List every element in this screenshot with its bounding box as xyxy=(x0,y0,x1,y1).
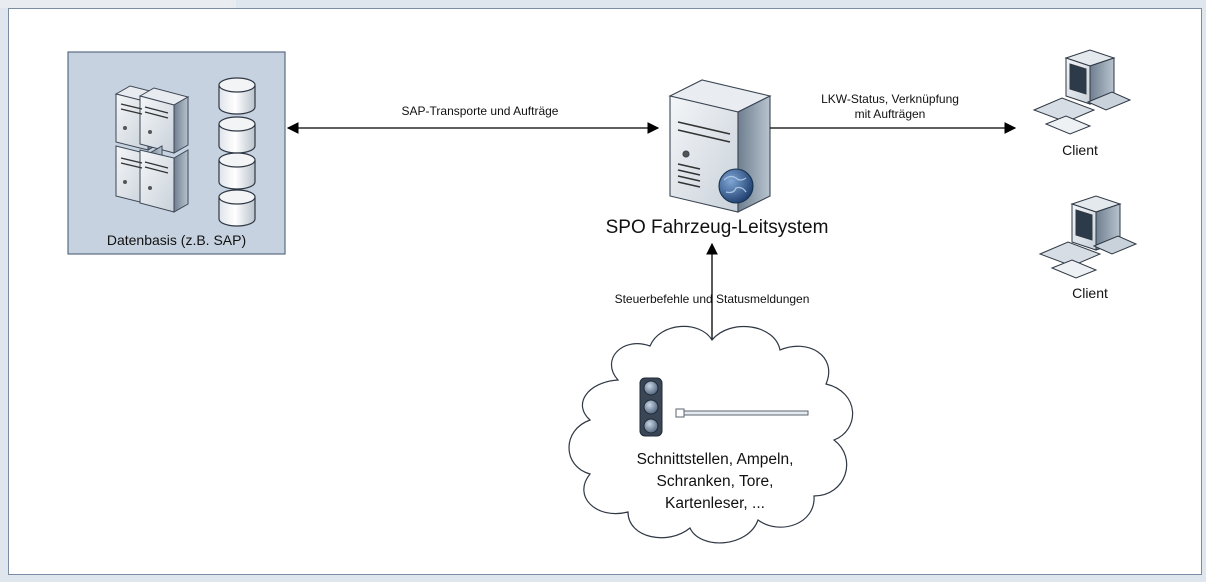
client-label: Client xyxy=(1062,142,1098,158)
client-label: Client xyxy=(1072,285,1108,301)
window-tab-edge xyxy=(0,0,236,8)
cloud-label-line1: Schnittstellen, Ampeln, xyxy=(636,451,794,468)
database-disks-icon xyxy=(218,77,256,227)
device-cloud xyxy=(568,325,854,544)
computer-icon xyxy=(1032,49,1132,135)
traffic-light-icon xyxy=(639,377,663,437)
cloud-label-line2: Schranken, Tore, xyxy=(656,473,774,490)
db-server-connection-label: SAP-Transporte und Aufträge xyxy=(401,104,559,118)
cloud-label-line3: Kartenleser, ... xyxy=(665,495,765,512)
web-server-icon xyxy=(668,79,772,213)
server-client-connection-label-line1: LKW-Status, Verknüpfung xyxy=(821,92,959,106)
computer-icon xyxy=(1038,195,1138,279)
barrier-icon xyxy=(675,408,809,418)
server-cluster-icon xyxy=(114,85,190,213)
server-client-connection-label-line2: mit Aufträgen xyxy=(854,107,926,121)
database-label: Datenbasis (z.B. SAP) xyxy=(106,232,247,248)
server-label: SPO Fahrzeug-Leitsystem xyxy=(605,217,829,238)
server-cloud-connection-label: Steuerbefehle und Statusmeldungen xyxy=(614,292,810,306)
